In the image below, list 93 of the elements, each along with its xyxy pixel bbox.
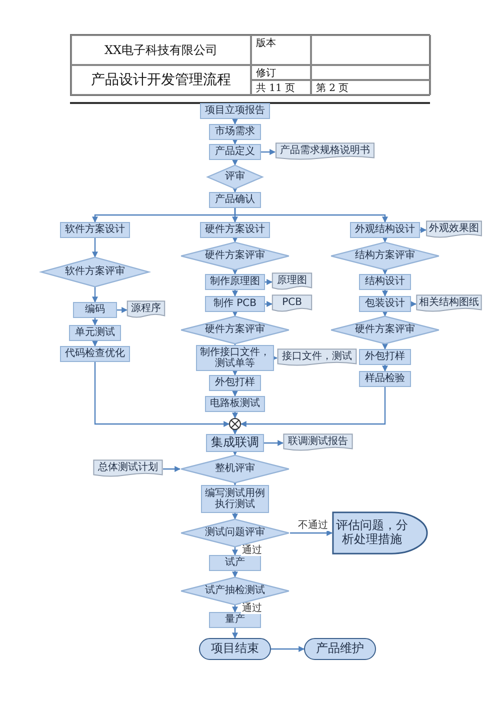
arrow <box>261 149 276 155</box>
arrow <box>264 440 284 446</box>
arrow <box>232 605 238 613</box>
arrow <box>94 362 230 427</box>
delay-shape: 评估问题，分析处理措施 <box>332 512 428 554</box>
decision-diamond: 硬件方案评审 <box>180 316 290 344</box>
decision-diamond: 硬件方案评审 <box>180 242 290 270</box>
document-shape: 接口文件，测试 <box>277 349 357 367</box>
document-shape: 外观效果图 <box>426 221 482 239</box>
document-shape: 原理图 <box>272 273 312 291</box>
arrow <box>232 547 238 556</box>
arrow <box>382 236 388 243</box>
process-box: 电路板测试 <box>205 396 265 412</box>
arrow <box>117 307 128 313</box>
arrow <box>232 370 238 376</box>
header-cell: 产品设计开发管理流程 <box>71 65 251 95</box>
arrow <box>265 301 273 307</box>
arrow <box>92 287 98 303</box>
arrow <box>382 268 388 275</box>
decision-diamond: 评审 <box>207 165 263 189</box>
header-cell: 第 2 页 <box>311 80 431 95</box>
summing-junction <box>229 418 241 430</box>
process-box: 制作接口文件，测试单等 <box>196 345 274 371</box>
decision-diamond: 硬件方案评审 <box>330 316 440 344</box>
process-box: 硬件方案设计 <box>200 222 270 238</box>
arrow <box>232 236 238 243</box>
arrow <box>92 318 98 326</box>
process-box: 量产 <box>209 612 261 628</box>
arrow <box>232 571 238 578</box>
arrow <box>234 208 388 223</box>
process-box: 代码检查优化 <box>60 346 130 362</box>
arrow <box>232 160 238 166</box>
arrow <box>420 227 427 233</box>
process-box: 产品确认 <box>209 192 261 208</box>
process-box: 产品定义 <box>209 144 261 160</box>
arrow <box>232 450 238 456</box>
arrow <box>232 513 238 520</box>
document-shape: 源程序 <box>127 301 165 319</box>
document-shape: 相关结构图纸 <box>416 295 482 313</box>
process-box: 市场需求 <box>209 124 261 140</box>
arrow <box>240 387 386 427</box>
arrow <box>382 310 388 317</box>
arrow <box>382 344 388 350</box>
terminator-shape: 产品维护 <box>304 638 376 660</box>
process-box: 制作 PCB <box>205 296 265 312</box>
arrow <box>232 310 238 317</box>
process-box: 外观结构设计 <box>350 222 420 238</box>
process-box: 结构设计 <box>359 274 411 290</box>
arrow <box>163 466 181 472</box>
header-cell: 修订 <box>251 65 311 80</box>
arrow <box>232 390 238 397</box>
decision-diamond: 结构方案评审 <box>330 242 440 270</box>
edge-label: 不通过 <box>297 520 329 531</box>
arrow <box>271 646 305 652</box>
process-box: 外包打样 <box>209 375 261 391</box>
arrow <box>410 301 417 307</box>
arrow <box>265 279 273 285</box>
arrow <box>382 365 388 372</box>
header-cell: 版本 <box>251 35 311 65</box>
process-box: 样品检验 <box>359 371 411 387</box>
process-box: 制作原理图 <box>205 274 265 290</box>
arrow <box>232 428 238 435</box>
edge-label: 通过 <box>241 545 263 556</box>
process-box: 外包打样 <box>359 349 411 365</box>
process-box: 编码 <box>73 302 117 318</box>
process-box: 项目立项报告 <box>200 103 270 119</box>
header-cell: 共 11 页 <box>251 80 311 95</box>
terminator-shape: 项目结束 <box>199 638 271 660</box>
process-box: 试产 <box>209 555 261 571</box>
decision-diamond: 软件方案评审 <box>40 257 150 287</box>
arrow <box>232 268 238 275</box>
document-shape: 联调测试报告 <box>283 434 353 452</box>
header-cell: XX电子科技有限公司 <box>71 35 251 65</box>
arrow <box>232 628 238 639</box>
process-box: 集成联调 <box>206 434 264 452</box>
arrow <box>232 118 238 125</box>
arrow <box>92 340 98 347</box>
arrow <box>382 290 388 297</box>
arrow <box>232 412 238 419</box>
arrow <box>92 238 98 258</box>
edge-label: 通过 <box>241 602 263 614</box>
document-shape: 产品需求规格说明书 <box>275 143 375 161</box>
arrow <box>232 290 238 297</box>
arrow <box>232 186 238 193</box>
process-box: 编写测试用例执行测试 <box>201 485 269 513</box>
arrow <box>290 530 333 536</box>
process-box: 单元测试 <box>69 325 121 341</box>
document-shape: PCB <box>272 295 312 313</box>
arrow <box>232 138 238 145</box>
process-box: 软件方案设计 <box>60 222 130 238</box>
process-box: 包装设计 <box>359 296 411 312</box>
document-shape: 总体测试计划 <box>93 460 163 478</box>
decision-diamond: 整机评审 <box>180 455 290 483</box>
